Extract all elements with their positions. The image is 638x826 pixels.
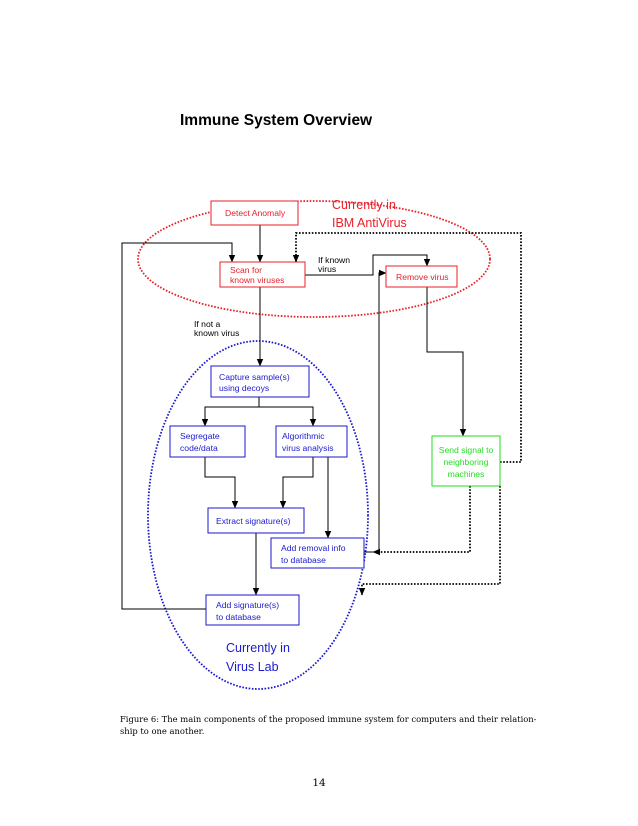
node-add-removal-info: Add removal info to database: [270, 537, 365, 569]
node-algorithmic-label-1: Algorithmic: [282, 431, 325, 441]
node-send-signal-label-3: machines: [448, 469, 485, 479]
node-remove-virus-label: Remove virus: [396, 272, 449, 282]
edge-remove-to-send-signal: [426, 287, 467, 437]
node-scan-label-2: known viruses: [230, 275, 284, 285]
antivirus-region-label-2: IBM AntiVirus: [332, 216, 407, 230]
virus-lab-region: [147, 340, 369, 690]
node-scan-label-1: Scan for: [230, 265, 262, 275]
node-algorithmic-label-2: virus analysis: [282, 443, 334, 453]
edge-capture-to-segregate: [201, 397, 260, 427]
node-detect-anomaly-label: Detect Anomaly: [225, 208, 286, 218]
node-add-signature-label-1: Add signature(s): [216, 600, 279, 610]
node-capture-label-2: using decoys: [219, 383, 269, 393]
lab-region-label-2: Virus Lab: [226, 660, 279, 674]
antivirus-region: [137, 200, 491, 318]
node-removal-info-label-1: Add removal info: [281, 543, 346, 553]
node-removal-info-label-2: to database: [281, 555, 326, 565]
node-extract-label: Extract signature(s): [216, 516, 291, 526]
node-send-signal-label-2: neighboring: [444, 457, 489, 467]
edge-send-signal-to-removal-info: [372, 486, 471, 556]
edge-removal-info-to-remove: [364, 269, 387, 553]
node-send-signal: Send signal to neighboring machines: [431, 435, 501, 487]
edge-add-signature-to-scan: [121, 242, 236, 610]
node-scan-known-viruses: Scan for known viruses: [219, 261, 306, 288]
node-capture-samples: Capture sample(s) using decoys: [210, 365, 310, 398]
figure-caption-line-1: Figure 6: The main components of the pro…: [120, 714, 537, 724]
page-number: 14: [312, 777, 326, 789]
edge-label-known-1: If known: [318, 255, 350, 265]
diagram-title: Immune System Overview: [180, 112, 373, 129]
node-send-signal-label-1: Send signal to: [439, 445, 494, 455]
figure-caption-line-2: ship to one another.: [120, 726, 204, 736]
node-segregate-label-1: Segregate: [180, 431, 220, 441]
edge-capture-to-algorithmic: [259, 406, 317, 427]
node-remove-virus: Remove virus: [385, 265, 458, 288]
node-add-signatures: Add signature(s) to database: [205, 594, 300, 626]
edge-segregate-to-extract: [204, 457, 239, 509]
node-extract-signatures: Extract signature(s): [207, 507, 305, 534]
node-algorithmic-analysis: Algorithmic virus analysis: [275, 425, 348, 458]
edge-label-not-known-2: known virus: [194, 328, 239, 338]
edge-label-known-2: virus: [318, 264, 336, 274]
antivirus-region-label-1: Currently in: [332, 198, 396, 212]
edge-scan-to-remove: [305, 254, 431, 276]
node-segregate-code-data: Segregate code/data: [169, 425, 246, 458]
edge-send-signal-to-scan: [292, 232, 522, 463]
node-detect-anomaly: Detect Anomaly: [210, 200, 299, 226]
edge-send-signal-to-add-signature: [358, 486, 501, 596]
node-segregate-label-2: code/data: [180, 443, 218, 453]
node-add-signature-label-2: to database: [216, 612, 261, 622]
lab-region-label-1: Currently in: [226, 641, 290, 655]
edge-label-not-known-1: If not a: [194, 319, 220, 329]
node-capture-label-1: Capture sample(s): [219, 372, 290, 382]
edge-algorithmic-to-extract: [279, 457, 314, 509]
